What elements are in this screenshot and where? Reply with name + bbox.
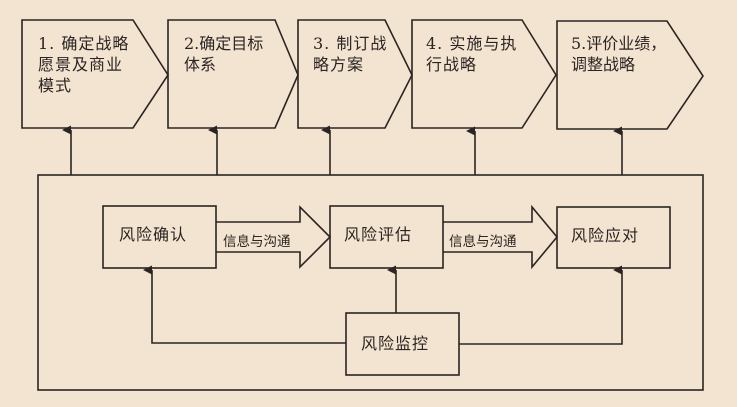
- stage-2-line-1: 2.确定目标: [184, 34, 264, 53]
- risk-monitor-label: 风险监控: [361, 334, 430, 353]
- risk-respond-label: 风险应对: [571, 226, 640, 245]
- stage-4-shape: [411, 19, 557, 129]
- risk-identify-box: [102, 205, 217, 269]
- monitor-to-respond-line: [459, 265, 623, 345]
- stage-1-label: 1. 确定战略 愿景及商业 模式: [38, 33, 129, 96]
- stage-2-label: 2.确定目标 体系: [184, 33, 263, 75]
- stage-1-line-2: 愿景及商业: [38, 55, 124, 74]
- risk-management-frame: [37, 174, 704, 391]
- stage-5-label: 5.评价业绩， 调整战略: [571, 33, 666, 75]
- stage-2-line-2: 体系: [184, 55, 217, 74]
- stage-3-shape: [297, 19, 413, 129]
- stage-3-line-1: 3. 制订战: [313, 34, 388, 53]
- stage-1-shape: [21, 19, 169, 129]
- stage-5-line-1: 5.评价业绩，: [571, 34, 667, 53]
- stage-2-shape: [167, 19, 299, 129]
- risk-assess-label: 风险评估: [344, 225, 413, 244]
- stage-5-shape: [556, 20, 704, 130]
- stage-1-line-1: 1. 确定战略: [38, 34, 130, 53]
- flow-label-2: 信息与沟通: [449, 234, 517, 250]
- block-arrow-1: [216, 205, 332, 269]
- flow-label-1: 信息与沟通: [223, 234, 291, 250]
- stage-3-label: 3. 制订战 略方案: [313, 33, 387, 75]
- block-arrow-2: [443, 204, 559, 270]
- stage-4-line-2: 行战略: [426, 55, 478, 74]
- stage-1-line-3: 模式: [38, 76, 73, 95]
- stage-4-line-1: 4. 实施与执: [426, 34, 518, 53]
- risk-identify-label: 风险确认: [119, 225, 188, 244]
- monitor-to-identify-line: [143, 265, 346, 344]
- stage-5-line-2: 调整战略: [571, 55, 636, 74]
- stage-4-label: 4. 实施与执 行战略: [426, 33, 517, 75]
- stage-3-line-2: 略方案: [313, 55, 365, 74]
